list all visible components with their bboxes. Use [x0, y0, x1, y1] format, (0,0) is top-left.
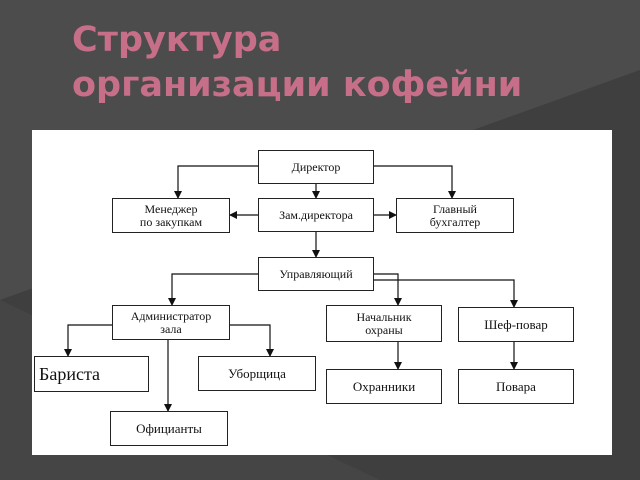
- node-waiters: Официанты: [110, 411, 228, 446]
- connector-director-purchasing: [174, 165, 258, 199]
- connector-manager-chef: [374, 279, 518, 308]
- connector-manager-admin: [168, 273, 258, 306]
- node-cooks: Повара: [458, 369, 574, 404]
- connector-manager-security: [374, 273, 402, 306]
- node-cleaners: Уборщица: [198, 356, 316, 391]
- node-deputy-director: Зам.директора: [258, 198, 374, 232]
- connector-director-accountant: [374, 165, 456, 199]
- node-director: Директор: [258, 150, 374, 184]
- node-security-chief: Начальник охраны: [326, 305, 442, 342]
- node-barista: Бариста: [34, 356, 149, 392]
- node-purchasing-manager: Менеджер по закупкам: [112, 198, 230, 233]
- org-chart-panel: Директор Менеджер по закупкам Зам.директ…: [32, 130, 612, 455]
- node-chef: Шеф-повар: [458, 307, 574, 342]
- slide-title-line-2: организации кофейни: [72, 65, 523, 105]
- node-manager: Управляющий: [258, 257, 374, 291]
- node-chief-accountant: Главный бухгалтер: [396, 198, 514, 233]
- slide-title-line-1: Структура: [72, 20, 282, 60]
- connector-admin-cleaners: [230, 324, 274, 357]
- org-chart-connectors: [64, 165, 518, 412]
- connector-admin-barista: [64, 324, 112, 357]
- slide-title: Структура организации кофейни: [72, 18, 612, 108]
- node-hall-administrator: Администратор зала: [112, 305, 230, 340]
- node-guards: Охранники: [326, 369, 442, 404]
